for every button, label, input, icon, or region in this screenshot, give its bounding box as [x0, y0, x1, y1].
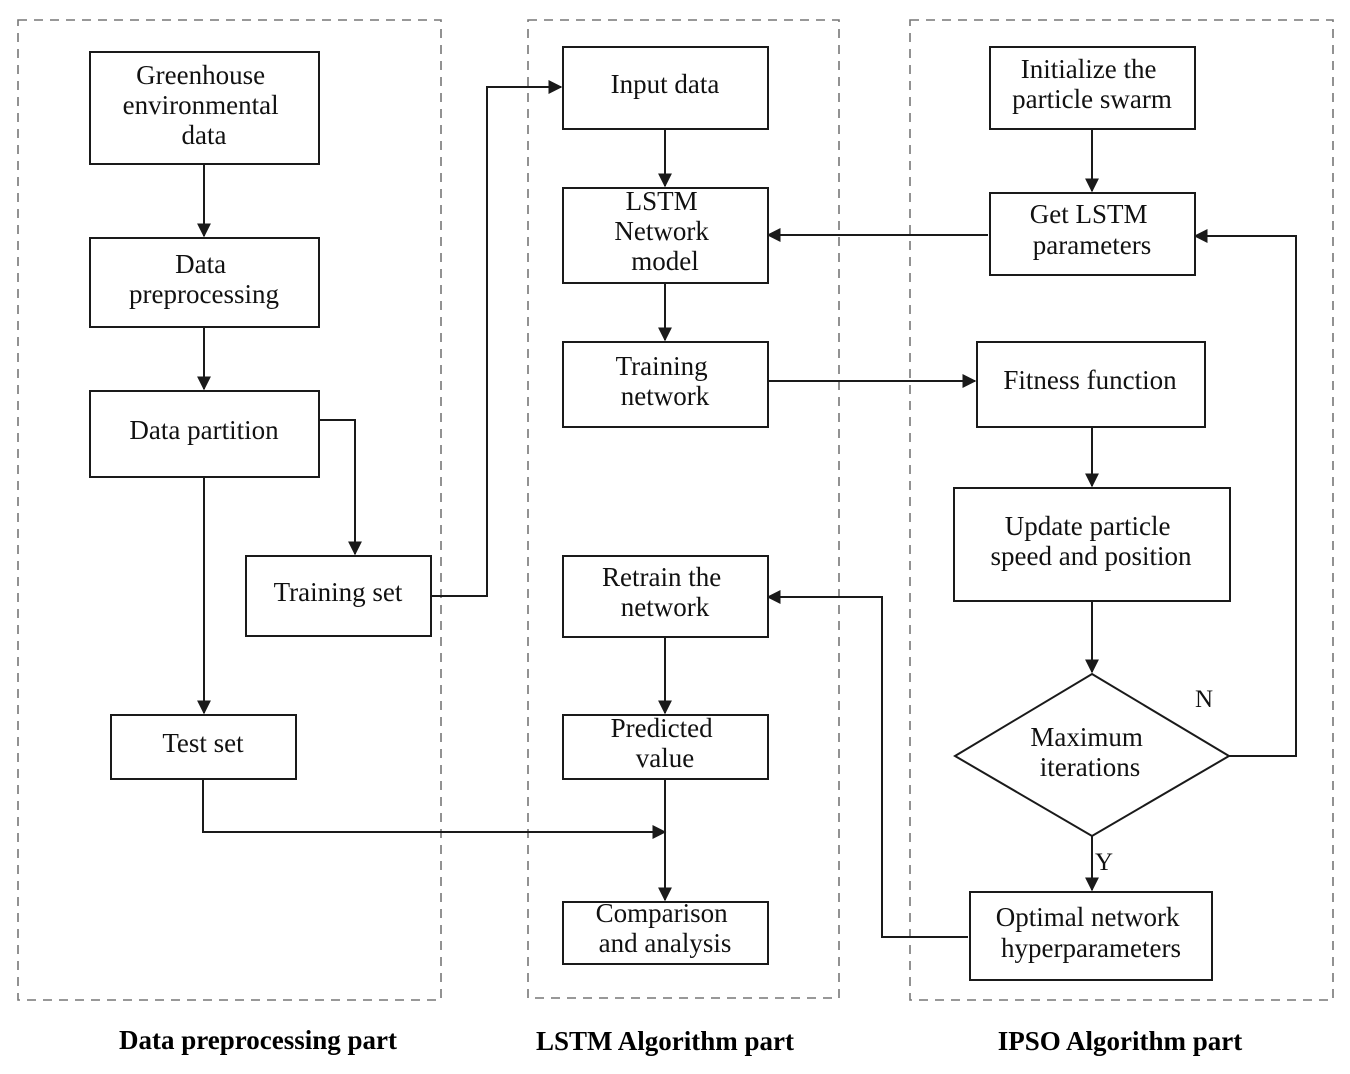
- node-greenhouse-data: [89, 51, 320, 165]
- node-label: Update particle speed and position: [991, 511, 1192, 571]
- panel-data-preprocessing: [17, 19, 442, 1001]
- caption-data-preprocessing: Data preprocessing part: [119, 1025, 397, 1055]
- node-label: Training set: [274, 577, 403, 607]
- node-maximum-iterations: [953, 672, 1231, 838]
- edge-max-no-to-params: [1193, 229, 1297, 757]
- node-update-particle: [953, 487, 1231, 602]
- edge-training-set-to-input: [431, 80, 563, 597]
- node-label: Training network: [616, 351, 715, 411]
- node-comparison-analysis: [562, 901, 769, 965]
- node-label: Data partition: [129, 415, 279, 445]
- node-label: Test set: [162, 728, 244, 758]
- node-data-partition: [89, 390, 320, 478]
- node-label: LSTM Network model: [614, 186, 715, 276]
- node-initialize-swarm: [989, 46, 1196, 130]
- caption-ipso: IPSO Algorithm part: [998, 1026, 1243, 1056]
- node-lstm-network-model: [562, 187, 769, 284]
- node-test-set: [110, 714, 297, 780]
- node-optimal-hyperparameters: [969, 891, 1213, 981]
- node-label: Initialize the particle swarm: [1012, 54, 1172, 114]
- node-label: Greenhouse environmental data: [123, 60, 286, 150]
- node-label: Fitness function: [1003, 365, 1177, 395]
- node-training-network: [562, 341, 769, 428]
- node-label: Get LSTM parameters: [1030, 199, 1155, 260]
- branch-label-no: N: [1195, 686, 1213, 713]
- node-label: Maximum iterations: [1030, 722, 1149, 782]
- node-label: Data preprocessing: [129, 249, 279, 309]
- branch-label-yes: Y: [1095, 849, 1113, 876]
- panel-lstm: [527, 19, 840, 999]
- node-get-lstm-parameters: [989, 192, 1196, 276]
- node-retrain-network: [562, 555, 769, 638]
- node-label: Comparison and analysis: [596, 898, 735, 958]
- connectors: [197, 80, 1297, 938]
- edge-test-set-to-comparison: [202, 779, 667, 839]
- node-label: Retrain the network: [602, 562, 728, 622]
- node-predicted-value: [562, 714, 769, 780]
- node-fitness-function: [976, 341, 1206, 428]
- edge-partition-to-training-set: [319, 419, 362, 556]
- node-label: Predicted value: [611, 713, 720, 773]
- node-training-set: [245, 555, 432, 637]
- node-input-data: [562, 46, 769, 130]
- caption-lstm: LSTM Algorithm part: [536, 1026, 794, 1056]
- edge-optimal-to-retrain: [766, 590, 968, 938]
- node-data-preprocessing: [89, 237, 320, 328]
- panel-ipso: [909, 19, 1334, 1001]
- node-label: Optimal network hyperparameters: [996, 902, 1186, 963]
- node-label: Input data: [611, 69, 720, 99]
